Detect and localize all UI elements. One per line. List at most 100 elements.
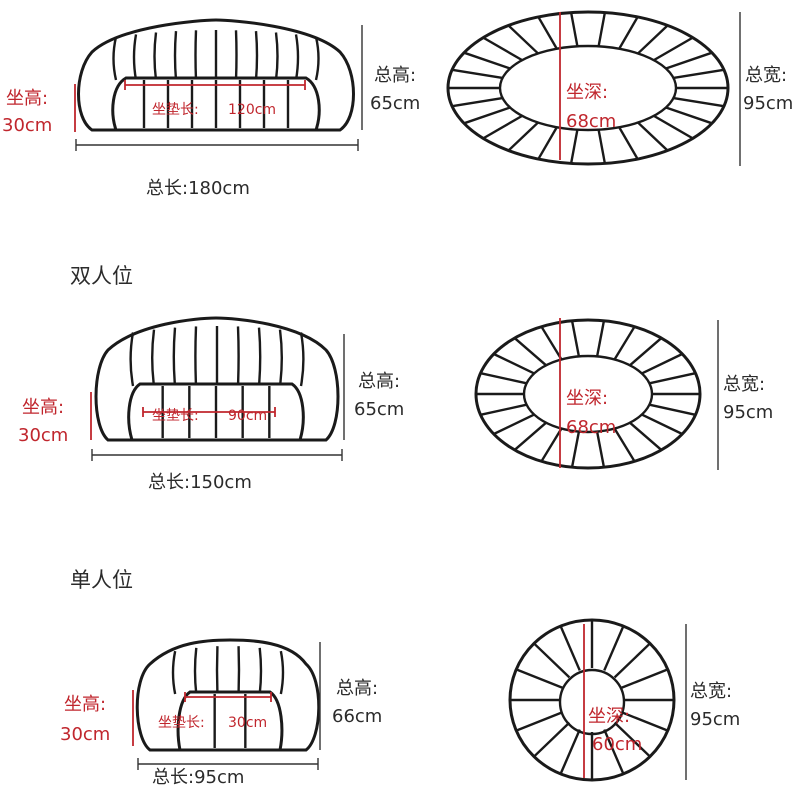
back-rib-line bbox=[236, 326, 240, 387]
ring-divider-line bbox=[649, 403, 696, 417]
back-rib-line bbox=[257, 327, 262, 387]
ring-divider-line bbox=[540, 427, 563, 462]
ring-divider-line bbox=[515, 711, 563, 732]
ring-segments bbox=[510, 620, 674, 780]
back-rib-line bbox=[274, 32, 279, 81]
seat-height-label: 坐高: bbox=[64, 694, 106, 715]
seat-height-value: 30cm bbox=[2, 115, 52, 136]
ring-divider-line bbox=[480, 403, 527, 417]
ring-divider-line bbox=[463, 51, 511, 70]
back-rib-line bbox=[173, 31, 178, 81]
ring-divider-line bbox=[451, 96, 503, 108]
ring-divider-line bbox=[613, 326, 636, 361]
back-rib-line bbox=[234, 30, 238, 81]
ring-divider-line bbox=[649, 371, 696, 385]
ring-divider-line bbox=[569, 129, 579, 164]
ring-divider-line bbox=[570, 431, 581, 468]
total-width-value: 95cm bbox=[690, 709, 740, 730]
ring-segments bbox=[476, 320, 700, 468]
cushion-label: 坐垫长: bbox=[158, 715, 205, 731]
total-height-value: 65cm bbox=[354, 399, 404, 420]
seat-cushion-seams bbox=[142, 80, 290, 128]
total-width-label: 总宽: bbox=[745, 65, 787, 86]
back-rib-line bbox=[279, 650, 285, 695]
seat-height-label: 坐高: bbox=[22, 397, 64, 418]
ring-divider-line bbox=[665, 51, 713, 70]
ring-divider-line bbox=[493, 413, 535, 436]
ring-divider-line bbox=[641, 413, 683, 436]
ring-divider-line bbox=[537, 126, 558, 160]
ring-divider-line bbox=[482, 36, 523, 62]
seat-area-outline bbox=[498, 44, 678, 132]
total-length-label: 总长:180cm bbox=[146, 178, 250, 199]
ring-divider-line bbox=[595, 320, 606, 357]
ring-divider-line bbox=[613, 721, 651, 758]
ring-divider-line bbox=[559, 729, 581, 775]
seat-area-outline bbox=[558, 668, 626, 736]
cushion-label: 坐垫长: bbox=[152, 408, 199, 424]
ring-divider-line bbox=[493, 352, 535, 375]
ring-divider-line bbox=[653, 114, 694, 140]
seat-depth-label: 坐深: bbox=[566, 82, 608, 103]
total-width-label: 总宽: bbox=[723, 374, 765, 395]
back-rib-line bbox=[278, 329, 283, 387]
seat-cushion bbox=[176, 690, 284, 752]
total-length-label: 总长:95cm bbox=[152, 767, 244, 788]
ring-divider-line bbox=[673, 68, 725, 80]
ring-divider-line bbox=[537, 16, 558, 50]
ring-divider-line bbox=[513, 421, 547, 451]
two-seat-front-view bbox=[94, 316, 340, 442]
total-width-label: 总宽: bbox=[690, 681, 732, 702]
ring-divider-line bbox=[597, 129, 607, 164]
three-seat-front-view bbox=[77, 18, 355, 132]
seat-depth-value: 68cm bbox=[566, 111, 616, 132]
ring-divider-line bbox=[653, 36, 694, 62]
back-rib-line bbox=[194, 30, 198, 81]
total-height-label: 总高: bbox=[358, 371, 400, 392]
back-rib-line bbox=[151, 329, 156, 387]
total-height-value: 65cm bbox=[370, 93, 420, 114]
ring-divider-line bbox=[629, 421, 663, 451]
cushion-label: 坐垫长: bbox=[152, 102, 199, 118]
ring-divider-line bbox=[621, 711, 669, 732]
ring-divider-line bbox=[637, 24, 669, 55]
ring-divider-line bbox=[507, 121, 539, 152]
total-height-label: 总高: bbox=[374, 65, 416, 86]
ring-divider-line bbox=[595, 431, 606, 468]
ring-divider-line bbox=[569, 12, 579, 47]
total-height-value: 66cm bbox=[332, 706, 382, 727]
ring-divider-line bbox=[533, 642, 571, 679]
back-rib-line bbox=[258, 647, 263, 695]
ring-divider-line bbox=[641, 352, 683, 375]
seat-depth-value: 60cm bbox=[592, 734, 642, 755]
ring-divider-line bbox=[665, 106, 713, 125]
back-rib-line bbox=[129, 332, 135, 387]
back-rib-line bbox=[112, 36, 118, 81]
back-ribs bbox=[171, 646, 285, 695]
two-seat-top-view bbox=[474, 318, 702, 470]
section-heading: 双人位 bbox=[70, 264, 133, 288]
single-seat-top-view bbox=[508, 618, 676, 782]
back-rib-line bbox=[194, 326, 198, 387]
total-width-value: 95cm bbox=[723, 402, 773, 423]
ring-divider-line bbox=[618, 16, 639, 50]
back-rib-line bbox=[153, 32, 158, 81]
ring-divider-line bbox=[673, 96, 725, 108]
ring-divider-line bbox=[603, 625, 625, 671]
total-width-value: 95cm bbox=[743, 93, 793, 114]
total-length-label: 总长:150cm bbox=[148, 472, 252, 493]
ring-divider-line bbox=[540, 326, 563, 361]
back-rib-line bbox=[172, 327, 177, 387]
back-rib-line bbox=[171, 650, 177, 695]
ring-divider-line bbox=[570, 320, 581, 357]
seat-height-value: 30cm bbox=[60, 724, 110, 745]
cushion-value: 90cm bbox=[228, 408, 267, 424]
seat-depth-label: 坐深: bbox=[588, 706, 630, 727]
ring-divider-line bbox=[618, 126, 639, 160]
seat-height-value: 30cm bbox=[18, 425, 68, 446]
back-rib-line bbox=[299, 332, 305, 387]
ring-segments bbox=[448, 12, 728, 164]
ring-divider-line bbox=[613, 427, 636, 462]
back-ribs bbox=[129, 326, 305, 387]
